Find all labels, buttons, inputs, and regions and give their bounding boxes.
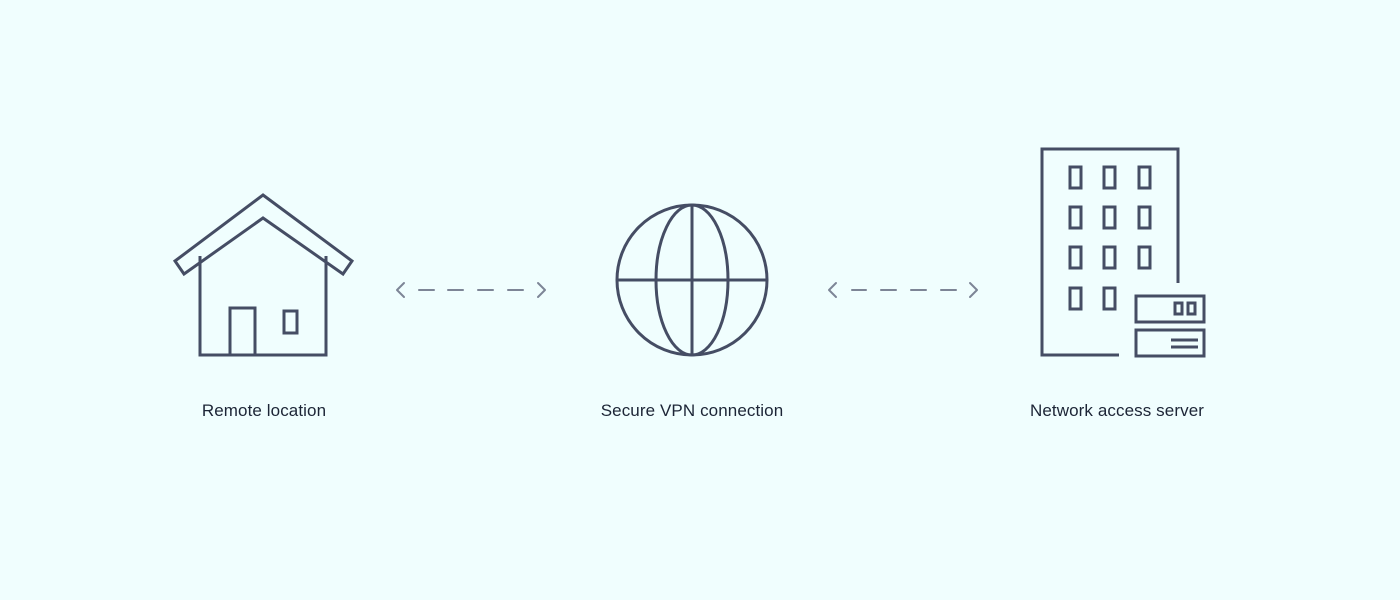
arrowhead-right-icon — [537, 282, 546, 298]
server-unit-top — [1134, 294, 1206, 324]
bidirectional-connector-vpn-server — [828, 282, 978, 298]
bidirectional-connector-remote-vpn — [396, 282, 546, 298]
remote-location-label: Remote location — [201, 401, 327, 420]
office-building-with-server-icon — [1040, 147, 1206, 358]
arrowhead-right-icon — [969, 282, 978, 298]
globe-icon — [615, 203, 769, 357]
server-unit-bottom — [1134, 328, 1206, 358]
arrowhead-left-icon — [828, 282, 837, 298]
house-icon — [172, 193, 355, 357]
network-access-server-label: Network access server — [1029, 401, 1205, 420]
arrowhead-left-icon — [396, 282, 405, 298]
secure-vpn-connection-label: Secure VPN connection — [600, 401, 784, 420]
